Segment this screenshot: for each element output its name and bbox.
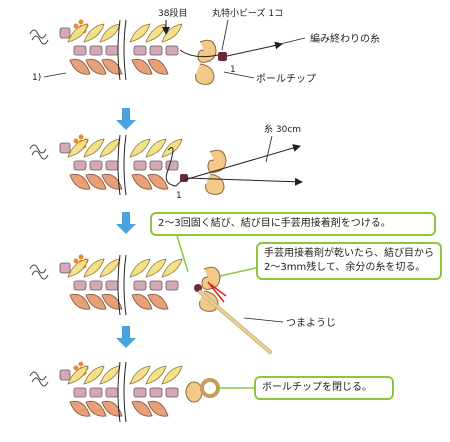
small-bead xyxy=(180,174,188,182)
label-bead: 丸特小ビーズ 1コ xyxy=(212,7,283,19)
step-4 xyxy=(29,361,254,423)
callout-close: ボールチップを閉じる。 xyxy=(254,376,394,400)
label-ball-tip: ボールチップ xyxy=(256,73,316,85)
ball-tip-icon xyxy=(195,39,217,85)
label-one-a: 1 xyxy=(230,65,236,75)
label-one-b: 1 xyxy=(176,191,182,201)
toothpick-icon xyxy=(198,290,272,354)
label-row38: 38段目 xyxy=(158,7,187,19)
down-arrow-icon xyxy=(116,212,136,234)
label-one-paren: 1) xyxy=(32,73,41,83)
label-toothpick: つまようじ xyxy=(286,317,336,329)
down-arrow-icon xyxy=(116,326,136,348)
step-2: 糸 30cm 1 xyxy=(29,123,303,201)
label-end-thread: 編み終わりの糸 xyxy=(310,32,380,45)
small-bead xyxy=(218,52,227,61)
down-arrow-icon xyxy=(116,108,136,130)
callout-cut: 手芸用接着剤が乾いたら、結び目から2〜3mm残して、余分の糸を切る。 xyxy=(256,242,442,280)
step-1: 38段目 丸特小ビーズ 1コ 編み終わりの糸 1 1) ボールチップ xyxy=(29,7,380,85)
ball-tip-closed-icon xyxy=(185,381,203,403)
callout-tie: 2〜3回固く結び、結び目に手芸用接着剤をつける。 xyxy=(150,212,436,236)
step-3: つまようじ xyxy=(29,231,336,354)
label-thread30: 糸 30cm xyxy=(264,123,301,135)
